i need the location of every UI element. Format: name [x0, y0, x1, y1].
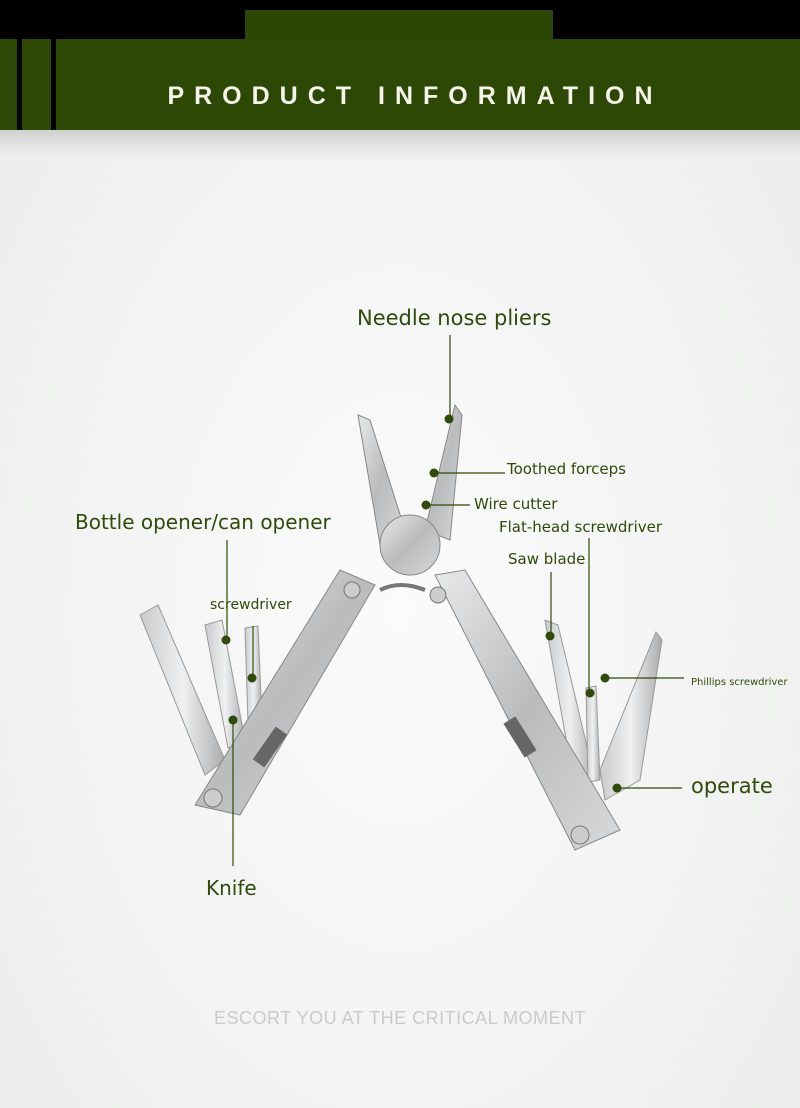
- label-flat-head-screwdriver: Flat-head screwdriver: [499, 518, 663, 536]
- label-knife: Knife: [206, 876, 257, 900]
- page-title: PRODUCT INFORMATION: [167, 82, 663, 110]
- knife-blade-tool: [599, 630, 663, 801]
- footer-tagline: ESCORT YOU AT THE CRITICAL MOMENT: [214, 1008, 586, 1028]
- label-screwdriver: screwdriver: [210, 597, 292, 613]
- header-tab: [245, 10, 553, 40]
- header-stripe: [51, 39, 56, 130]
- header-shadow: [0, 130, 800, 160]
- header-stripe: [17, 39, 22, 130]
- header-band: [0, 39, 800, 130]
- label-bottle-opener: Bottle opener/can opener: [75, 510, 332, 534]
- label-operate: operate: [691, 774, 773, 798]
- spring: [379, 583, 426, 592]
- pivot: [379, 514, 441, 576]
- right-handle: [434, 569, 621, 851]
- callout-dots: [221, 414, 622, 793]
- leader-lines: [226, 335, 684, 866]
- label-saw-blade: Saw blade: [508, 550, 585, 568]
- label-wire-cutter: Wire cutter: [474, 495, 558, 513]
- label-phillips-screwdriver: Phillips screwdriver: [691, 677, 788, 688]
- label-toothed-forceps: Toothed forceps: [506, 460, 626, 478]
- label-needle-nose-pliers: Needle nose pliers: [357, 306, 552, 330]
- left-handle: [194, 569, 376, 816]
- flat-head-tool: [585, 685, 601, 783]
